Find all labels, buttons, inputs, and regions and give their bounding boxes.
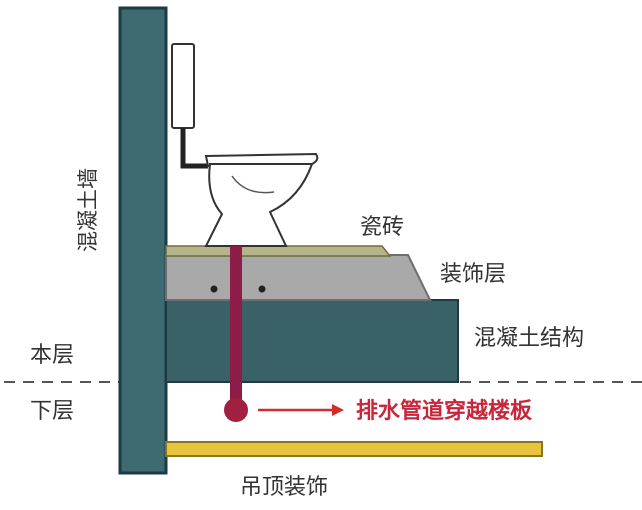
tile-layer [165,245,392,257]
toilet-flush-pipe [180,128,208,169]
ceiling-decoration [165,441,543,457]
concrete-structure-slab [165,299,459,383]
concrete-wall [118,6,168,475]
drain-pipe-note: 排水管道穿越楼板 [356,398,533,424]
drain-pipe-arrow-head [332,404,344,416]
drain-pipe [230,246,242,406]
anchor-dot [258,285,266,293]
toilet-trap-curve [231,175,275,194]
toilet-bowl-body [204,163,314,247]
this-floor-label: 本层 [30,343,74,368]
toilet-cistern [171,43,195,129]
ceiling-decoration-label: 吊顶装饰 [240,475,328,500]
decoration-layer-label: 装饰层 [440,262,506,287]
concrete-wall-label: 混凝土墙 [76,168,100,252]
anchor-dot [210,285,218,293]
tile-label: 瓷砖 [360,215,404,240]
lower-floor-label: 下层 [30,399,74,424]
decoration-layer [165,254,432,301]
drain-pipe-elbow [224,398,248,422]
concrete-structure-label: 混凝土结构 [474,326,584,351]
toilet [171,43,319,247]
